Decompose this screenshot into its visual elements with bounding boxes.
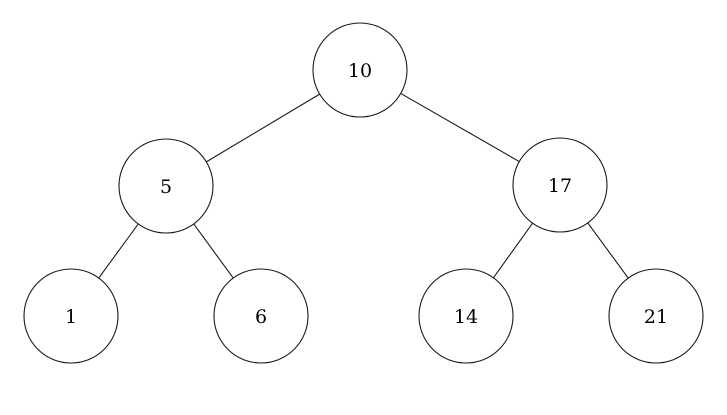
tree-node[interactable]: 1 bbox=[23, 268, 119, 364]
tree-node[interactable]: 10 bbox=[312, 22, 408, 118]
node-label: 14 bbox=[454, 306, 478, 328]
tree-node[interactable]: 14 bbox=[418, 268, 514, 364]
tree-edge bbox=[492, 222, 534, 279]
node-circle[interactable] bbox=[512, 137, 608, 233]
node-label: 1 bbox=[65, 306, 77, 328]
node-label: 21 bbox=[644, 306, 668, 328]
tree-node[interactable]: 6 bbox=[213, 268, 309, 364]
node-label: 17 bbox=[548, 175, 572, 197]
tree-nodes: 10 5 17 1 6 14 21 bbox=[23, 22, 704, 364]
node-circle[interactable] bbox=[23, 268, 119, 364]
node-circle[interactable] bbox=[118, 138, 214, 234]
node-circle[interactable] bbox=[213, 268, 309, 364]
node-label: 6 bbox=[255, 306, 267, 328]
node-circle[interactable] bbox=[418, 268, 514, 364]
tree-edge bbox=[400, 92, 520, 163]
node-label: 5 bbox=[160, 176, 172, 198]
tree-node[interactable]: 21 bbox=[608, 268, 704, 364]
node-label: 10 bbox=[348, 60, 372, 82]
tree-edges bbox=[98, 92, 629, 279]
node-circle[interactable] bbox=[608, 268, 704, 364]
tree-node[interactable]: 5 bbox=[118, 138, 214, 234]
tree-edge bbox=[193, 223, 234, 279]
node-circle[interactable] bbox=[312, 22, 408, 118]
tree-edge bbox=[206, 93, 320, 163]
tree-node[interactable]: 17 bbox=[512, 137, 608, 233]
tree-edge bbox=[98, 223, 139, 279]
tree-edge bbox=[587, 222, 629, 279]
